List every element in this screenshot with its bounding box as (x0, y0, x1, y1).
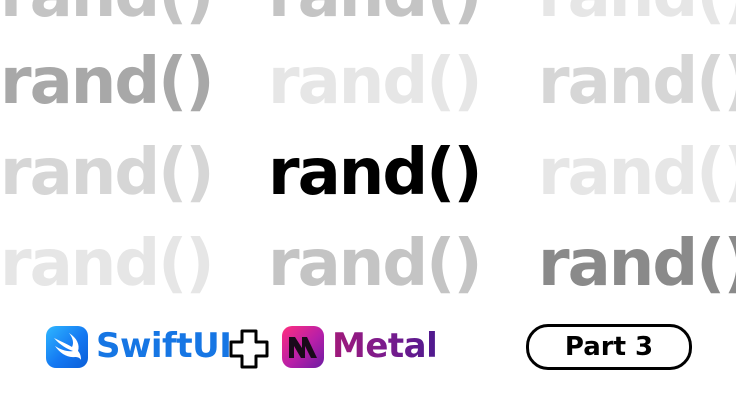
footer-bar: SwiftUI Metal Part 3 (0, 300, 736, 414)
rand-tile: rand() (0, 227, 215, 300)
rand-tile-highlighted: rand() (268, 136, 483, 210)
rand-tile: rand() (538, 0, 736, 40)
metal-label: Metal (332, 322, 438, 370)
rand-tile: rand() (538, 136, 736, 210)
grid-row-top: rand() rand() rand() (0, 0, 736, 40)
rand-tile: rand() (538, 227, 736, 300)
grid-row-bottom: rand() rand() rand() (0, 219, 736, 300)
grid-row-2: rand() rand() rand() (0, 37, 736, 127)
rand-tile: rand() (268, 227, 483, 300)
swiftui-label: SwiftUI (96, 326, 232, 366)
rand-tile: rand() (0, 136, 215, 210)
rand-tile: rand() (0, 0, 215, 40)
rand-text-grid: rand() rand() rand() rand() rand() rand(… (0, 0, 736, 300)
swiftui-logo-icon (46, 326, 88, 368)
rand-tile: rand() (538, 45, 736, 119)
grid-row-3: rand() rand() rand() (0, 128, 736, 218)
metal-logo-icon (282, 326, 324, 368)
rand-tile: rand() (268, 45, 483, 119)
plus-outline-icon (229, 329, 269, 369)
rand-tile: rand() (268, 0, 483, 40)
rand-tile: rand() (0, 45, 215, 119)
part-badge: Part 3 (526, 324, 692, 370)
